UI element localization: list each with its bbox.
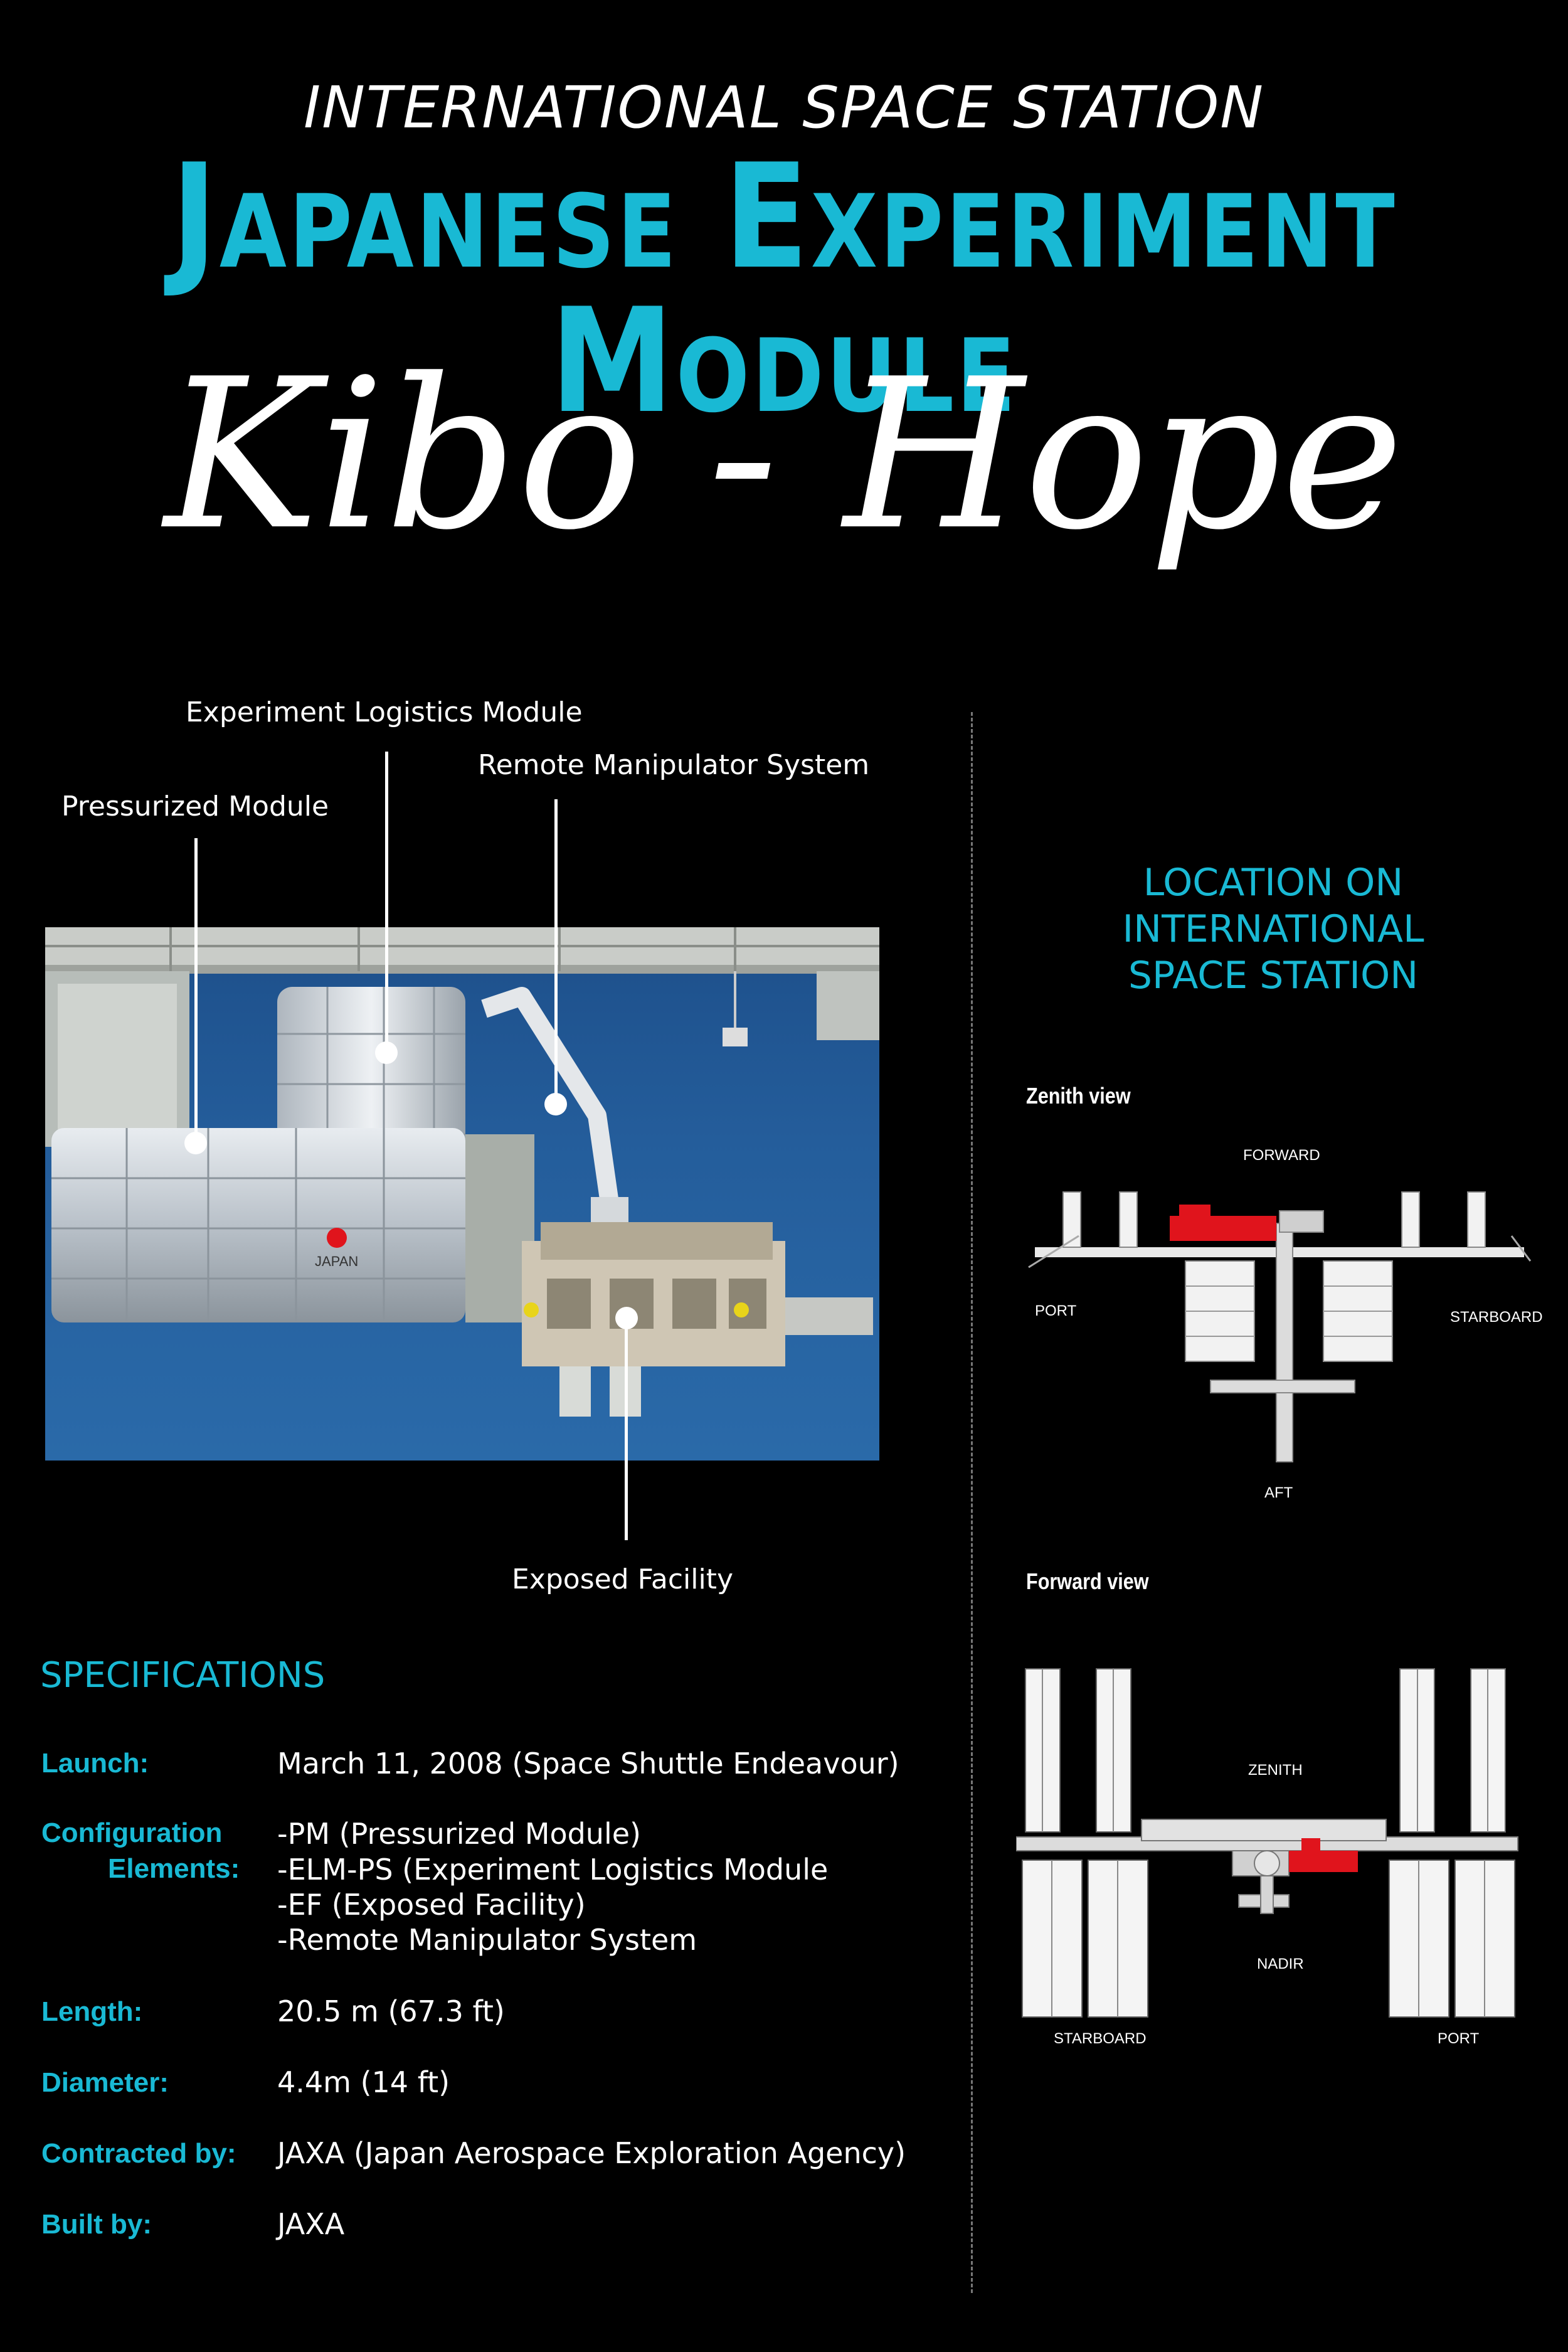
spec-value-launch: March 11, 2008 (Space Shuttle Endeavour)	[277, 1747, 899, 1780]
label-exposed-facility: Exposed Facility	[512, 1563, 733, 1595]
location-heading: LOCATION ON INTERNATIONAL SPACE STATION	[1029, 859, 1518, 999]
script-title: Kibo - Hope	[164, 334, 1404, 575]
spec-value-built-by: JAXA	[277, 2207, 345, 2241]
marker-dot-pm	[184, 1132, 207, 1154]
forward-port-label: PORT	[1438, 2030, 1480, 2047]
label-pressurized-module: Pressurized Module	[61, 790, 329, 822]
zenith-port-label: PORT	[1035, 1302, 1077, 1319]
leader-line-rms	[554, 799, 558, 1104]
japan-marking: JAPAN	[315, 1253, 358, 1269]
leader-line-ef	[625, 1317, 628, 1540]
spec-key-built-by: Built by:	[41, 2209, 152, 2240]
spec-key-configuration: Configuration	[41, 1817, 223, 1848]
zenith-starboard-label: STARBOARD	[1450, 1309, 1543, 1326]
spec-value-contracted-by: JAXA (Japan Aerospace Exploration Agency…	[277, 2136, 906, 2170]
forward-view-diagram	[1016, 1668, 1518, 2018]
page-title: Japanese Experiment Module	[171, 134, 1397, 445]
forward-view-title: Forward view	[1026, 1568, 1149, 1594]
location-heading-line: INTERNATIONAL	[1122, 907, 1424, 951]
kibo-photo-illustration: JAPAN	[45, 927, 879, 1417]
spec-value-diameter: 4.4m (14 ft)	[277, 2065, 450, 2099]
kibo-photo: JAPAN	[45, 927, 879, 1461]
zenith-view-diagram	[1028, 1191, 1532, 1462]
spec-key-diameter: Diameter:	[41, 2067, 169, 2098]
label-experiment-logistics-module: Experiment Logistics Module	[186, 696, 583, 728]
spec-key-elements: Elements:	[108, 1853, 240, 1884]
header-subtitle: INTERNATIONAL SPACE STATION	[303, 74, 1265, 141]
zenith-forward-label: FORWARD	[1243, 1147, 1320, 1164]
spec-value-length: 20.5 m (67.3 ft)	[277, 1994, 505, 2028]
leader-line-pm	[194, 838, 198, 1139]
column-divider	[971, 712, 973, 2293]
zenith-view-title: Zenith view	[1026, 1083, 1131, 1109]
zenith-aft-label: AFT	[1264, 1484, 1293, 1501]
spec-key-launch: Launch:	[41, 1748, 149, 1779]
marker-dot-rms	[544, 1093, 567, 1115]
spec-config-item: -EF (Exposed Facility)	[277, 1888, 586, 1922]
leader-line-elm	[385, 752, 388, 1043]
spec-config-item: -Remote Manipulator System	[277, 1923, 697, 1957]
location-heading-line: LOCATION ON	[1143, 861, 1404, 905]
forward-nadir-label: NADIR	[1257, 1956, 1304, 1972]
spec-config-item: -ELM-PS (Experiment Logistics Module	[277, 1853, 829, 1886]
spec-key-contracted-by: Contracted by:	[41, 2138, 236, 2169]
marker-dot-elm	[375, 1041, 398, 1064]
forward-starboard-label: STARBOARD	[1054, 2030, 1147, 2047]
specifications-heading: SPECIFICATIONS	[40, 1655, 326, 1696]
spec-config-item: -PM (Pressurized Module)	[277, 1817, 641, 1851]
forward-zenith-label: ZENITH	[1248, 1762, 1303, 1779]
label-remote-manipulator-system: Remote Manipulator System	[478, 749, 870, 781]
spec-key-length: Length:	[41, 1996, 143, 2027]
location-heading-line: SPACE STATION	[1128, 954, 1419, 998]
